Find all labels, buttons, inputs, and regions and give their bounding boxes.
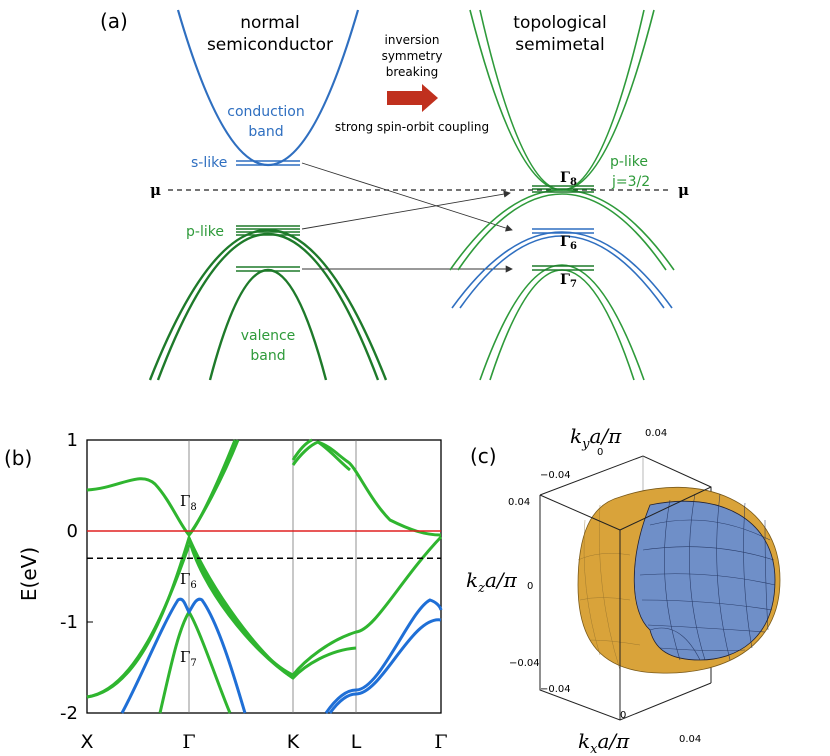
x-tick-label: Γ xyxy=(182,731,195,753)
conduction-band-curve xyxy=(176,9,360,166)
ky-tick-zero: 0 xyxy=(597,447,603,458)
box-front-edges xyxy=(539,495,712,721)
green-band-line xyxy=(187,537,357,680)
panel-c: (c) xyxy=(466,424,781,756)
green-band-line xyxy=(291,440,442,537)
mu-left: μ xyxy=(150,181,161,199)
arrow-caption-line2: symmetry xyxy=(382,49,443,63)
p-like-right-line1: p-like xyxy=(610,154,648,170)
kx-tick-zero: 0 xyxy=(620,710,626,721)
panel-a: (a) normal semiconductor topological sem… xyxy=(100,9,689,381)
x-tick-label: K xyxy=(287,731,300,753)
inner-surface-grid xyxy=(639,493,776,661)
right-title-line2: semimetal xyxy=(515,35,604,55)
green-band-line xyxy=(317,440,351,472)
y-tick-label: -1 xyxy=(60,612,78,633)
gamma7-annotation: Γ7 xyxy=(180,648,197,669)
left-title-line1: normal xyxy=(240,13,300,33)
conduction-label-line1: conduction xyxy=(227,104,304,120)
gamma8-lower-band xyxy=(449,189,675,271)
green-band-line xyxy=(187,439,240,536)
conduction-label-line2: band xyxy=(248,124,283,140)
gamma6-annotation: Γ6 xyxy=(180,570,197,591)
y-tick-label: -2 xyxy=(60,703,78,724)
p-like-right-line2: j=3/2 xyxy=(611,174,650,190)
green-band-line xyxy=(86,439,237,538)
arrow-caption-line3: breaking xyxy=(386,65,439,79)
gamma6-label: Γ6 xyxy=(560,234,577,252)
valence-band-heavy xyxy=(148,229,388,381)
gamma7-label: Γ7 xyxy=(560,272,577,290)
kz-tick-zero: 0 xyxy=(527,581,533,592)
p-to-gamma8-arrow xyxy=(301,190,511,230)
arrow-caption-bottom: strong spin-orbit coupling xyxy=(335,120,489,134)
y-tick-label: 0 xyxy=(67,521,78,542)
kx-tick-neg: −0.04 xyxy=(540,684,571,695)
valence-label-line2: band xyxy=(250,348,285,364)
s-to-gamma6-arrow xyxy=(301,162,513,232)
kx-tick-pos: 0.04 xyxy=(679,734,701,745)
panel-c-label: (c) xyxy=(470,444,497,468)
blue-band-line xyxy=(120,597,247,714)
kz-tick-neg: −0.04 xyxy=(509,658,540,669)
ky-tick-neg: −0.04 xyxy=(540,470,571,481)
s-like-label: s-like xyxy=(191,155,227,171)
band-structure-lines xyxy=(86,438,443,714)
x-tick-label: X xyxy=(80,731,93,753)
panel-b-label: (b) xyxy=(4,446,32,470)
p-like-left-label: p-like xyxy=(186,224,224,240)
gamma8-annotation: Γ8 xyxy=(180,492,197,513)
gamma7-band xyxy=(479,264,645,381)
plot-frame xyxy=(86,439,442,714)
x-tick-label: Γ xyxy=(434,731,447,753)
left-title-line2: semiconductor xyxy=(207,35,333,55)
mu-right: μ xyxy=(678,181,689,199)
kx-axis-label: kxa/π xyxy=(578,729,630,756)
y-tick-labels: 1 0 -1 -2 xyxy=(60,430,93,724)
y-tick-label: 1 xyxy=(67,430,78,451)
split-off-band xyxy=(208,269,328,381)
gamma8-label: Γ8 xyxy=(560,170,577,188)
panel-a-label: (a) xyxy=(100,9,128,33)
blue-band-line xyxy=(328,618,442,714)
y-axis-label: E(eV) xyxy=(17,547,41,601)
transition-arrow xyxy=(387,84,438,112)
right-title-line1: topological xyxy=(513,13,606,33)
green-band-line xyxy=(86,544,191,699)
ky-axis-label: kya/π xyxy=(570,424,622,452)
valence-label-line1: valence xyxy=(241,328,296,344)
ky-tick-pos: 0.04 xyxy=(645,428,667,439)
kz-tick-pos: 0.04 xyxy=(508,497,530,508)
blue-band-line xyxy=(324,598,443,714)
x-tick-label: L xyxy=(351,731,362,753)
valence-band-light xyxy=(156,233,380,381)
green-band-line xyxy=(291,438,313,461)
gamma6-band xyxy=(451,231,673,309)
inner-fermi-surface xyxy=(633,500,776,661)
panel-b: (b) E(eV) 1 0 -1 -2 X Γ K L Γ Γ8 Γ6 Γ7 xyxy=(4,430,448,753)
arrow-caption-line1: inversion xyxy=(385,33,440,47)
kz-axis-label: kza/π xyxy=(466,568,518,596)
